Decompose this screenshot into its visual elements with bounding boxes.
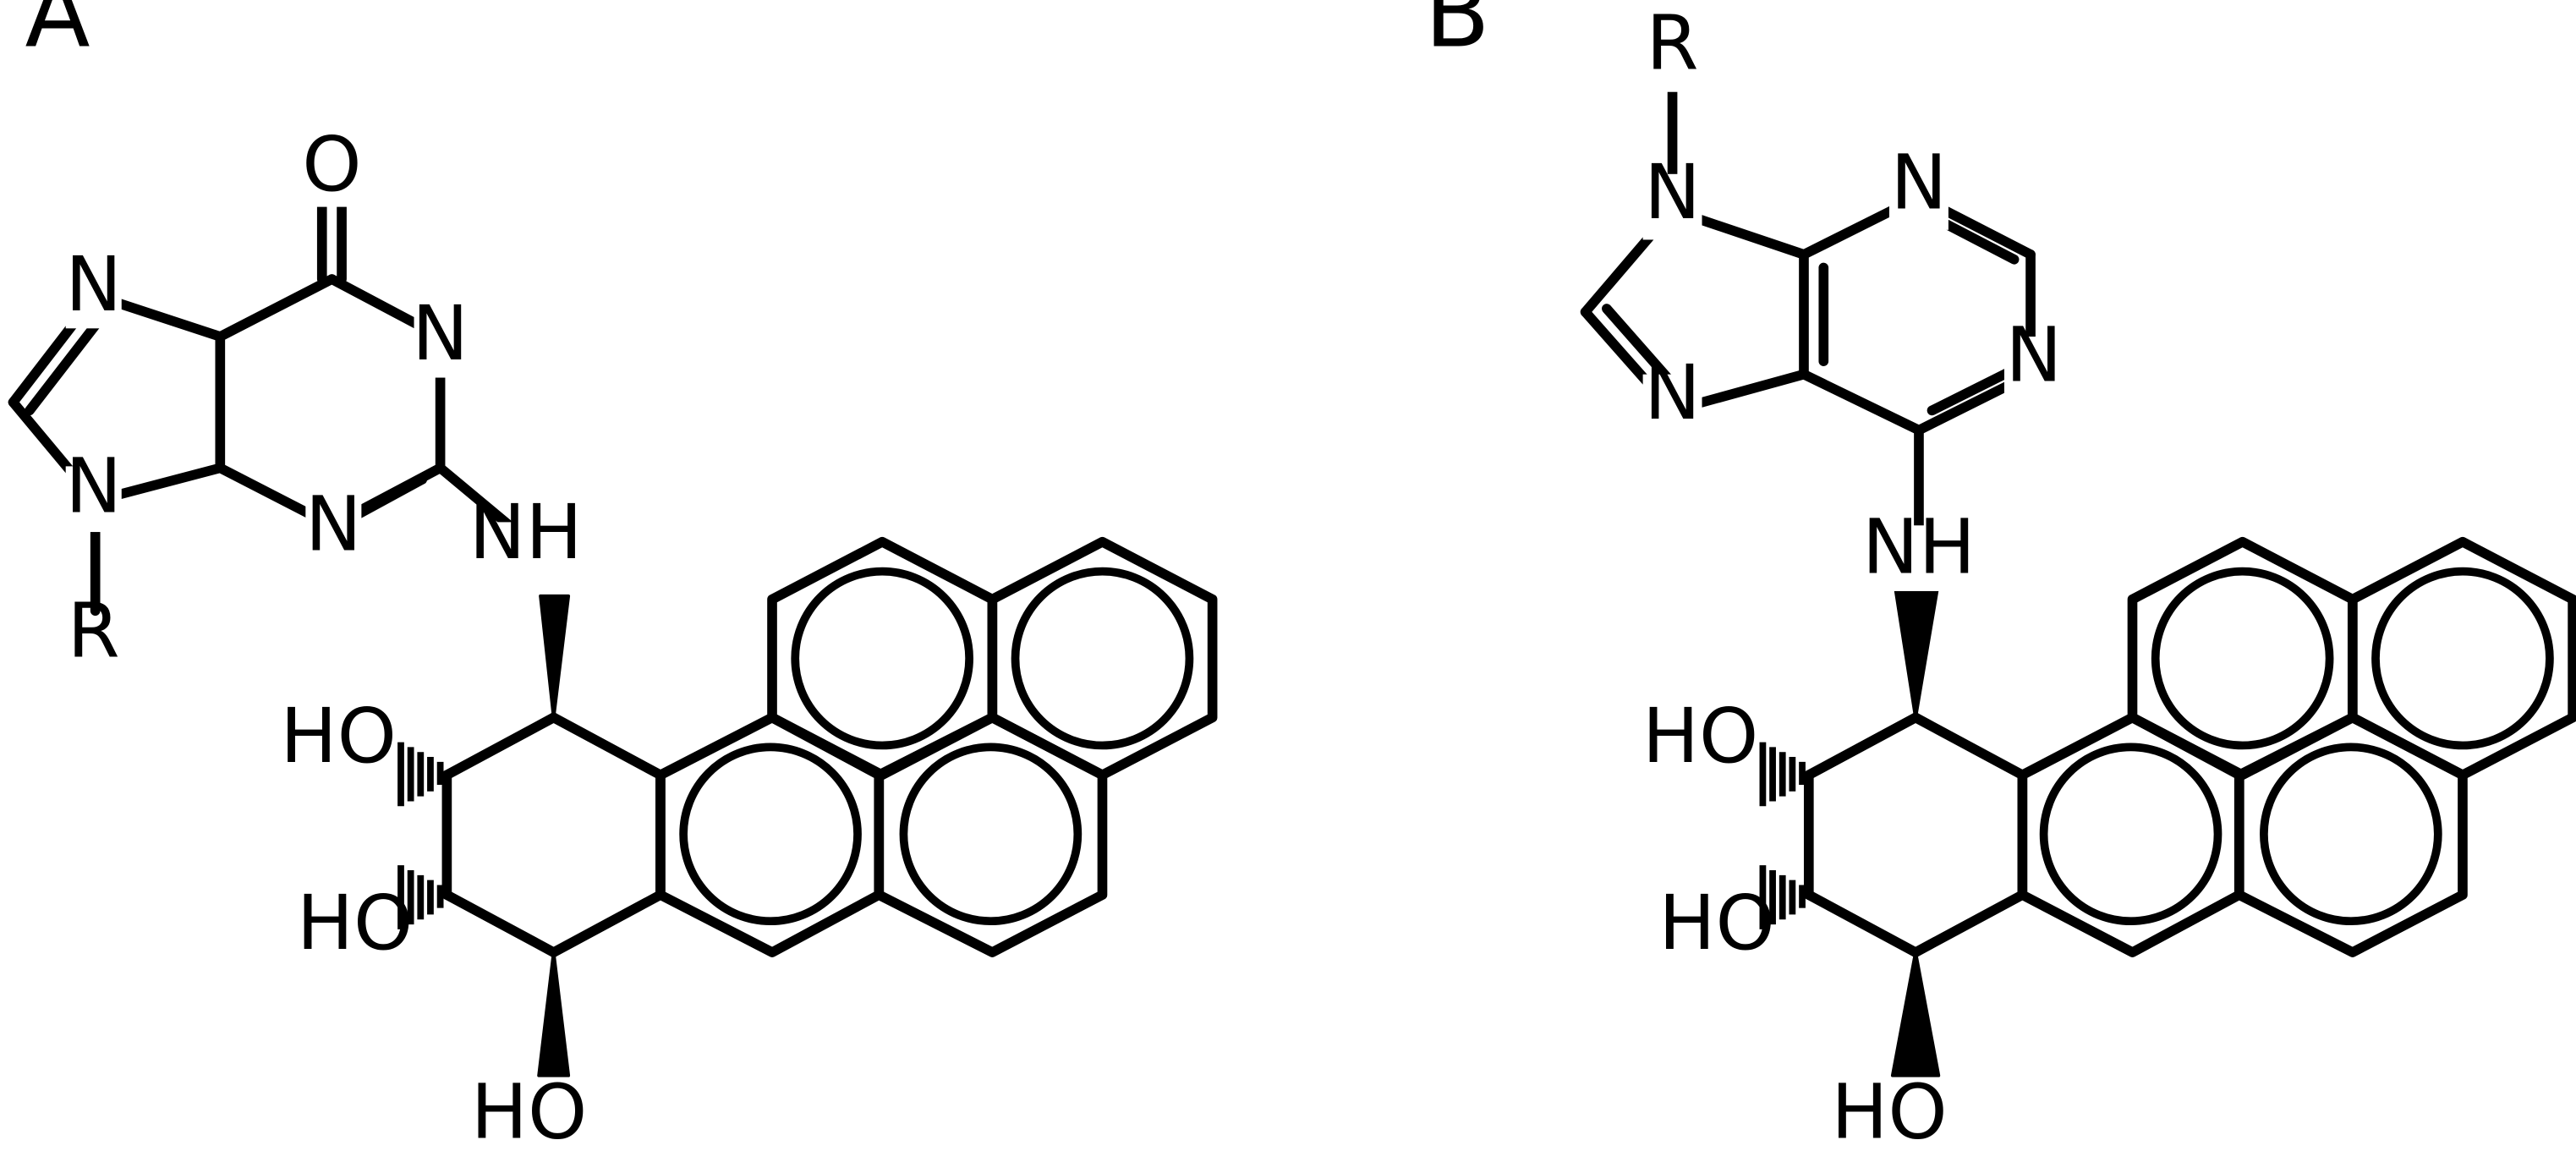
- tetrahydrodiol-ring-b: [1803, 712, 2028, 957]
- n1-label: N: [412, 290, 469, 378]
- nh-label-b: NH: [1862, 504, 1976, 592]
- wedge-bond-oh-bottom-a: [537, 951, 571, 1077]
- tetrahydrodiol-ring-a: [441, 712, 666, 957]
- hydroxyl-label-bottom: HO: [471, 1068, 588, 1151]
- n3-label: N: [305, 480, 362, 568]
- n7-label-b: N: [1644, 349, 1701, 437]
- wedge-bond-oh-bottom-b: [1890, 951, 1941, 1077]
- hash-bond-oh-middle-a: [397, 865, 444, 929]
- r-group-label: R: [68, 588, 120, 676]
- hash-bond-oh-top-a: [397, 742, 444, 807]
- hydroxyl-label-middle: HO: [297, 880, 414, 967]
- nh-label: NH: [469, 489, 583, 577]
- panel-b-letter: B: [1424, 0, 1489, 69]
- panel-b-structure: B: [1424, 0, 2576, 1151]
- pyrene-core-b: [2017, 536, 2576, 957]
- panel-a-structure: A: [8, 0, 1218, 1151]
- n1-label-b: N: [1891, 140, 1948, 227]
- hydroxyl-label-middle-b: HO: [1658, 880, 1775, 967]
- panel-a-letter: A: [25, 0, 90, 69]
- hydroxyl-label-top-b: HO: [1642, 693, 1759, 781]
- n9-label-b: N: [1644, 149, 1701, 237]
- hydroxyl-label-top: HO: [280, 693, 397, 781]
- hash-bond-oh-middle-b: [1759, 865, 1806, 929]
- wedge-bond-nh-b: [1894, 589, 1939, 720]
- n9-label: N: [65, 443, 122, 531]
- pyrene-core-a: [655, 536, 1218, 957]
- hash-bond-oh-top-b: [1759, 742, 1806, 807]
- wedge-bond-nh-a: [539, 594, 571, 720]
- hydroxyl-label-bottom-b: HO: [1831, 1068, 1948, 1151]
- r-group-label-b: R: [1647, 0, 1699, 88]
- n7-label: N: [65, 241, 122, 329]
- n3-label-b: N: [2006, 311, 2063, 399]
- carbonyl-oxygen-label: O: [302, 121, 361, 209]
